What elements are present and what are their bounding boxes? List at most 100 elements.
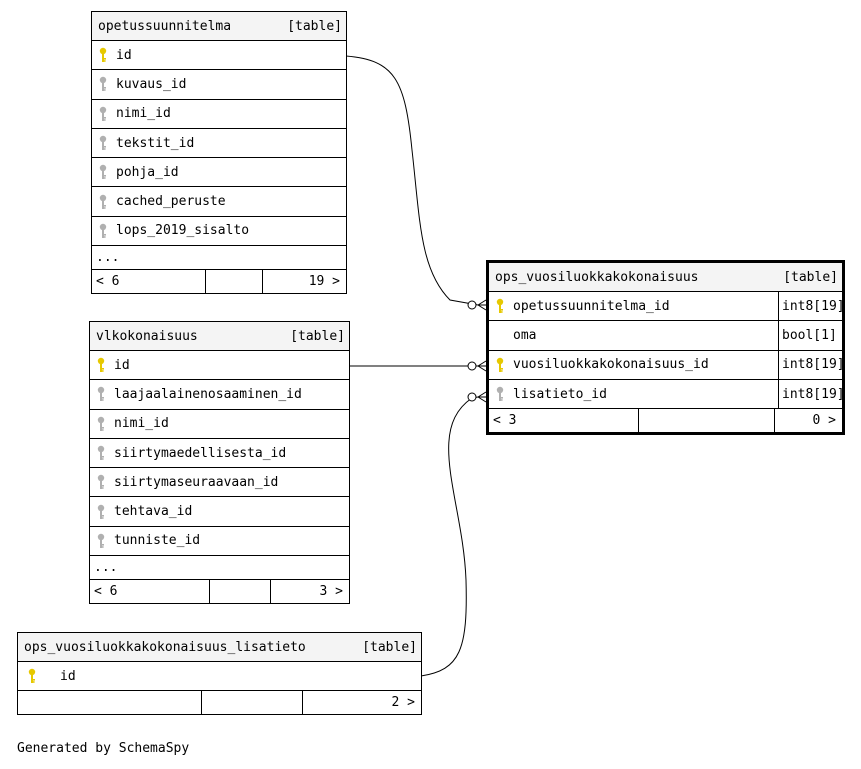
table-footer: 2 > [18,691,421,715]
column-name: tunniste_id [114,533,201,549]
key-cell [90,504,112,520]
column-name: id [116,47,132,63]
primary-key-icon [97,357,105,373]
table-footer: < 3 0 > [489,409,842,433]
key-cell [90,416,112,432]
crowfoot-opetussuunnitelma [467,299,487,311]
column-name: siirtymaedellisesta_id [114,445,287,461]
foreign-key-icon [99,135,107,151]
children-count[interactable]: 0 > [812,413,836,429]
column-type: int8[19] [778,292,845,321]
column-row[interactable]: id [18,662,421,692]
table-header: opetussuunnitelma [table] [92,12,346,41]
generated-by-label: Generated by SchemaSpy [17,741,190,756]
key-cell [90,386,112,402]
key-cell [92,223,114,239]
column-type: int8[19] [778,379,845,409]
column-name: nimi_id [116,106,171,122]
table-name: ops_vuosiluokkakokonaisuus [495,269,699,285]
column-name: oma [513,327,537,343]
column-row[interactable]: cached_peruste [92,187,346,217]
key-cell [92,194,114,210]
column-row[interactable]: id [90,351,349,381]
primary-key-icon [496,357,504,372]
foreign-key-icon [99,106,107,121]
relation-opetussuunnitelma [345,55,479,306]
column-row[interactable]: nimi_id [90,410,349,439]
table-header: ops_vuosiluokkakokonaisuus [table] [489,263,842,292]
foreign-key-icon [99,223,107,238]
column-row[interactable]: siirtymaseuraavaan_id [90,468,349,498]
key-cell [489,386,511,402]
parents-count[interactable]: < 6 [90,580,210,604]
key-cell [489,298,511,314]
primary-key-icon [28,668,36,684]
column-row[interactable]: tekstit_id [92,129,346,159]
column-name: vuosiluokkakokonaisuus_id [513,357,709,373]
table-name: opetussuunnitelma [98,18,232,34]
table-tag: [table] [290,328,345,344]
crowfoot-lisatieto [467,391,487,403]
footer-spacer [639,409,775,433]
column-row[interactable]: tunniste_id [90,527,349,557]
table-vlkokonaisuus[interactable]: vlkokonaisuus [table] id laajaalainenosaa… [89,321,350,605]
column-row[interactable]: siirtymaedellisesta_id [90,439,349,469]
key-cell [489,357,511,373]
foreign-key-icon [97,475,105,490]
column-row[interactable]: lops_2019_sisalto [92,217,346,247]
children-count[interactable]: 3 > [319,584,343,600]
column-name: pohja_id [116,164,179,180]
table-header: vlkokonaisuus [table] [90,322,349,351]
key-cell [92,76,114,92]
foreign-key-icon [97,504,105,519]
foreign-key-icon [97,387,105,402]
column-row[interactable]: tehtava_id [90,497,349,527]
column-row[interactable]: id [92,41,346,71]
key-cell [92,135,114,151]
primary-key-icon [496,298,504,314]
table-footer: < 6 3 > [90,580,349,604]
table-ops-vuosiluokkakokonaisuus-lisatieto[interactable]: ops_vuosiluokkakokonaisuus_lisatieto [ta… [17,632,422,716]
key-cell [90,445,112,461]
column-name: nimi_id [114,416,169,432]
column-name: cached_peruste [116,194,226,210]
foreign-key-icon [99,194,107,209]
key-cell [90,474,112,490]
column-name: laajaalainenosaaminen_id [114,386,302,402]
table-tag: [table] [362,639,417,655]
key-cell [92,47,114,63]
key-cell [18,668,46,684]
column-name: siirtymaseuraavaan_id [114,474,279,490]
children-count[interactable]: 19 > [308,274,340,290]
column-row[interactable]: laajaalainenosaaminen_id [90,380,349,410]
crowfoot-vlkokonaisuus [467,360,487,372]
column-name: kuvaus_id [116,76,187,92]
table-tag: [table] [287,18,342,34]
primary-key-icon [99,47,107,63]
table-name: vlkokonaisuus [96,328,198,344]
parents-count[interactable] [18,691,202,715]
foreign-key-icon [97,445,105,461]
children-count[interactable]: 2 > [391,695,415,711]
foreign-key-icon [496,386,504,402]
key-cell [90,533,112,549]
column-row[interactable]: kuvaus_id [92,70,346,100]
column-row[interactable]: pohja_id [92,158,346,188]
parents-count[interactable]: < 3 [489,409,639,433]
table-ops-vuosiluokkakokonaisuus[interactable]: ops_vuosiluokkakokonaisuus [table] opetu… [486,260,845,436]
foreign-key-icon [97,416,105,431]
column-name: tekstit_id [116,135,195,151]
column-row[interactable]: nimi_id [92,100,346,129]
column-name: lops_2019_sisalto [116,223,250,239]
parents-count[interactable]: < 6 [92,270,206,294]
table-name: ops_vuosiluokkakokonaisuus_lisatieto [24,639,306,655]
foreign-key-icon [97,533,105,548]
